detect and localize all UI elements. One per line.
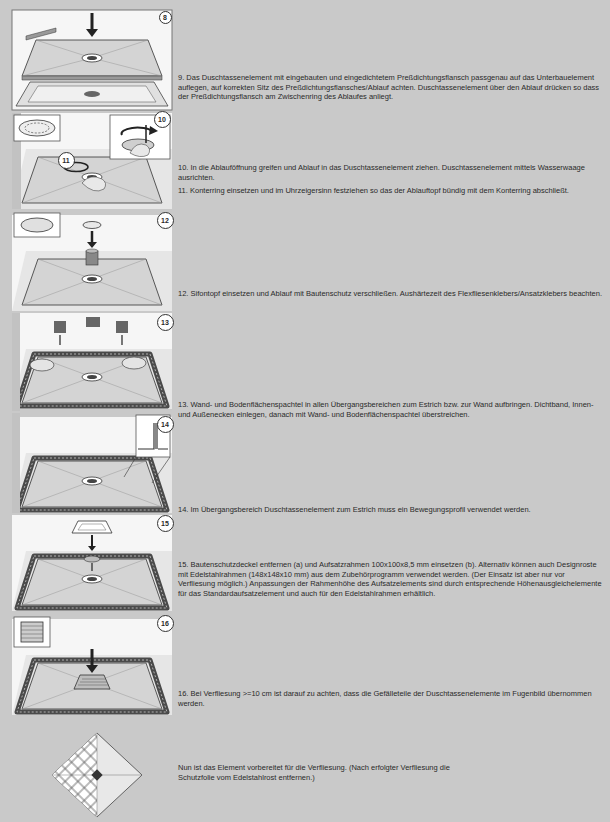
step-illustration	[86, 29, 98, 37]
step-illustration	[87, 56, 97, 60]
step-illustration	[86, 317, 100, 327]
instruction-text: 10. In die Ablauföffnung greifen und Abl…	[178, 163, 603, 182]
callout-number: 8	[159, 11, 172, 24]
step-illustration	[12, 215, 172, 311]
tiled-tray-figure	[52, 733, 142, 817]
step-illustration	[121, 335, 122, 345]
step-illustration	[91, 231, 94, 243]
step-illustration	[12, 515, 172, 611]
step-illustration	[145, 125, 147, 143]
callout-number: 12	[157, 212, 174, 229]
instruction-text: 16. Bei Verfliesung >=10 cm ist darauf z…	[178, 689, 603, 708]
step-illustration	[12, 113, 172, 209]
tiled-tray-figure	[52, 733, 142, 817]
step-illustration	[22, 40, 162, 76]
instruction-text: 15. Bautenschutzdeckel entfernen (a) und…	[178, 560, 603, 598]
step-illustration	[152, 457, 170, 483]
step-illustration	[12, 617, 172, 715]
callout-number: 11	[58, 152, 75, 169]
step-illustration	[12, 619, 172, 715]
step-illustration	[91, 649, 94, 667]
step-illustration	[17, 354, 167, 406]
step-illustration	[78, 679, 109, 685]
instruction-text: 11. Konterring einsetzen und im Uhrzeige…	[178, 186, 603, 196]
step-illustration	[26, 28, 56, 40]
step-illustration	[21, 218, 53, 232]
step-illustration	[82, 177, 106, 191]
step-illustration	[124, 457, 136, 477]
step-illustration	[16, 82, 168, 106]
step-illustration	[88, 546, 96, 551]
step-illustration	[12, 313, 20, 411]
step-illustration	[14, 213, 60, 237]
step-illustration	[14, 115, 60, 141]
step-illustration	[74, 675, 110, 689]
step-illustration	[12, 515, 172, 611]
step-illustration	[30, 359, 54, 371]
callout-number: 13	[157, 314, 174, 331]
step-illustration	[21, 622, 43, 642]
step-illustration	[91, 563, 92, 571]
tiled-tray-figure	[37, 715, 157, 822]
step-illustration	[91, 13, 94, 30]
instruction-text: 13. Wand- und Bodenflächenspachtel in al…	[178, 400, 603, 419]
step-illustration	[86, 249, 98, 253]
step-illustration	[17, 458, 167, 510]
step-illustration	[87, 242, 97, 248]
tiled-tray-figure	[37, 715, 157, 822]
step-illustration	[122, 128, 152, 135]
step-illustration	[17, 556, 167, 608]
callout-number: 16	[157, 615, 174, 632]
callout-number: 15	[157, 515, 174, 532]
step-illustration	[12, 413, 20, 513]
step-illustration	[122, 357, 146, 369]
step-illustration	[12, 313, 172, 409]
step-illustration	[91, 535, 93, 547]
instruction-text: 14. Im Übergangsbereich Duschtasseneleme…	[178, 505, 603, 515]
step-illustration	[12, 413, 172, 513]
step-illustration	[149, 126, 158, 135]
step-illustration	[28, 86, 156, 102]
step-illustration	[59, 335, 60, 345]
step-illustration	[12, 313, 172, 411]
callout-number: 10	[154, 111, 171, 128]
step-illustration	[116, 321, 128, 333]
step-illustration	[84, 91, 100, 97]
step-illustration	[12, 10, 172, 110]
step-illustration	[84, 556, 100, 562]
instruction-text: 9. Das Duschtassenelement mit eingebaute…	[178, 73, 603, 102]
step-illustration	[130, 144, 150, 157]
step-illustration	[83, 222, 101, 229]
step-illustration	[12, 213, 172, 311]
step-illustration	[19, 120, 55, 136]
step-illustration	[78, 524, 106, 530]
step-illustration	[25, 123, 49, 133]
tiled-tray-figure	[91, 769, 102, 780]
step-illustration	[72, 521, 112, 533]
step-illustration	[82, 54, 102, 62]
instruction-text: Nun ist das Element vorbereitet für die …	[178, 763, 478, 782]
step-illustration	[22, 76, 162, 80]
step-illustration	[86, 665, 98, 673]
instruction-text: 12. Sifontopf einsetzen und Ablauf mit B…	[178, 289, 603, 299]
callout-number: 14	[157, 416, 174, 433]
step-illustration	[22, 40, 162, 76]
step-illustration	[12, 113, 172, 209]
step-illustration	[14, 617, 50, 647]
step-illustration	[21, 626, 43, 638]
step-illustration	[12, 10, 172, 110]
step-illustration	[17, 660, 167, 712]
step-illustration	[54, 321, 66, 333]
